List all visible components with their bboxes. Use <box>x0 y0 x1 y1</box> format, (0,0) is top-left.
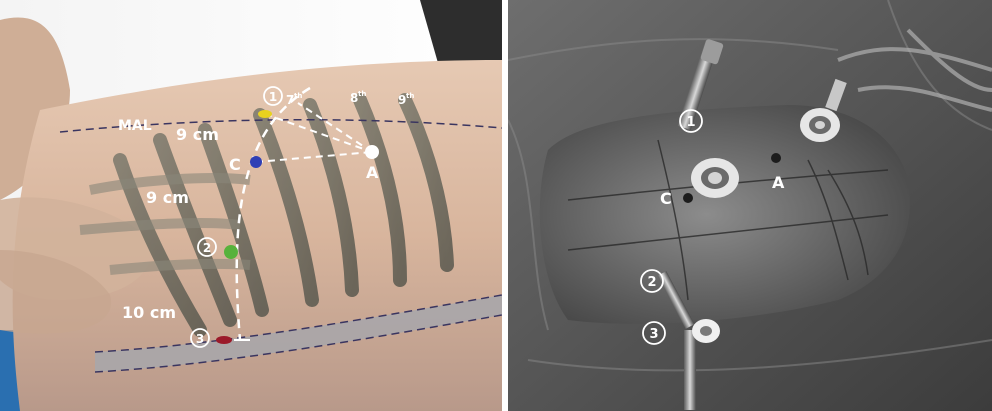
anatomy-illustration: MAL 9 cm 9 cm 10 cm 7 th 8 th 9 th C A 1… <box>0 0 502 411</box>
port-c-trocar <box>691 158 739 198</box>
port-c-marker <box>250 156 262 168</box>
marker-1-number: 1 <box>269 90 277 104</box>
port-marker-2 <box>224 245 238 259</box>
exposed-skin <box>540 105 910 324</box>
distance-label-1: 9 cm <box>176 125 219 144</box>
marker-3-number: 3 <box>196 332 204 346</box>
port-marker-3 <box>216 336 232 344</box>
port-a-label: A <box>366 163 379 182</box>
photo-port-a-label: A <box>772 173 785 192</box>
rib-9-suffix: th <box>406 92 414 100</box>
surgical-photo: 1 2 3 C A <box>508 0 992 411</box>
distance-label-2: 9 cm <box>146 188 189 207</box>
photo-marker-2-number: 2 <box>647 275 656 290</box>
photo-marker-3-number: 3 <box>649 327 658 342</box>
rib-7-suffix: th <box>294 92 302 100</box>
mal-label: MAL <box>118 118 152 134</box>
port-c-label: C <box>229 155 241 174</box>
marker-2-number: 2 <box>203 241 211 255</box>
port-a-marker <box>365 145 379 159</box>
surgical-photo-panel: 1 2 3 C A <box>508 0 992 411</box>
rib-8-suffix: th <box>358 90 366 98</box>
anatomy-illustration-panel: MAL 9 cm 9 cm 10 cm 7 th 8 th 9 th C A 1… <box>0 0 502 411</box>
distance-label-3: 10 cm <box>122 303 176 322</box>
port-marker-1 <box>258 110 272 118</box>
photo-marker-1-number: 1 <box>686 115 695 130</box>
photo-port-c-label: C <box>660 189 672 208</box>
